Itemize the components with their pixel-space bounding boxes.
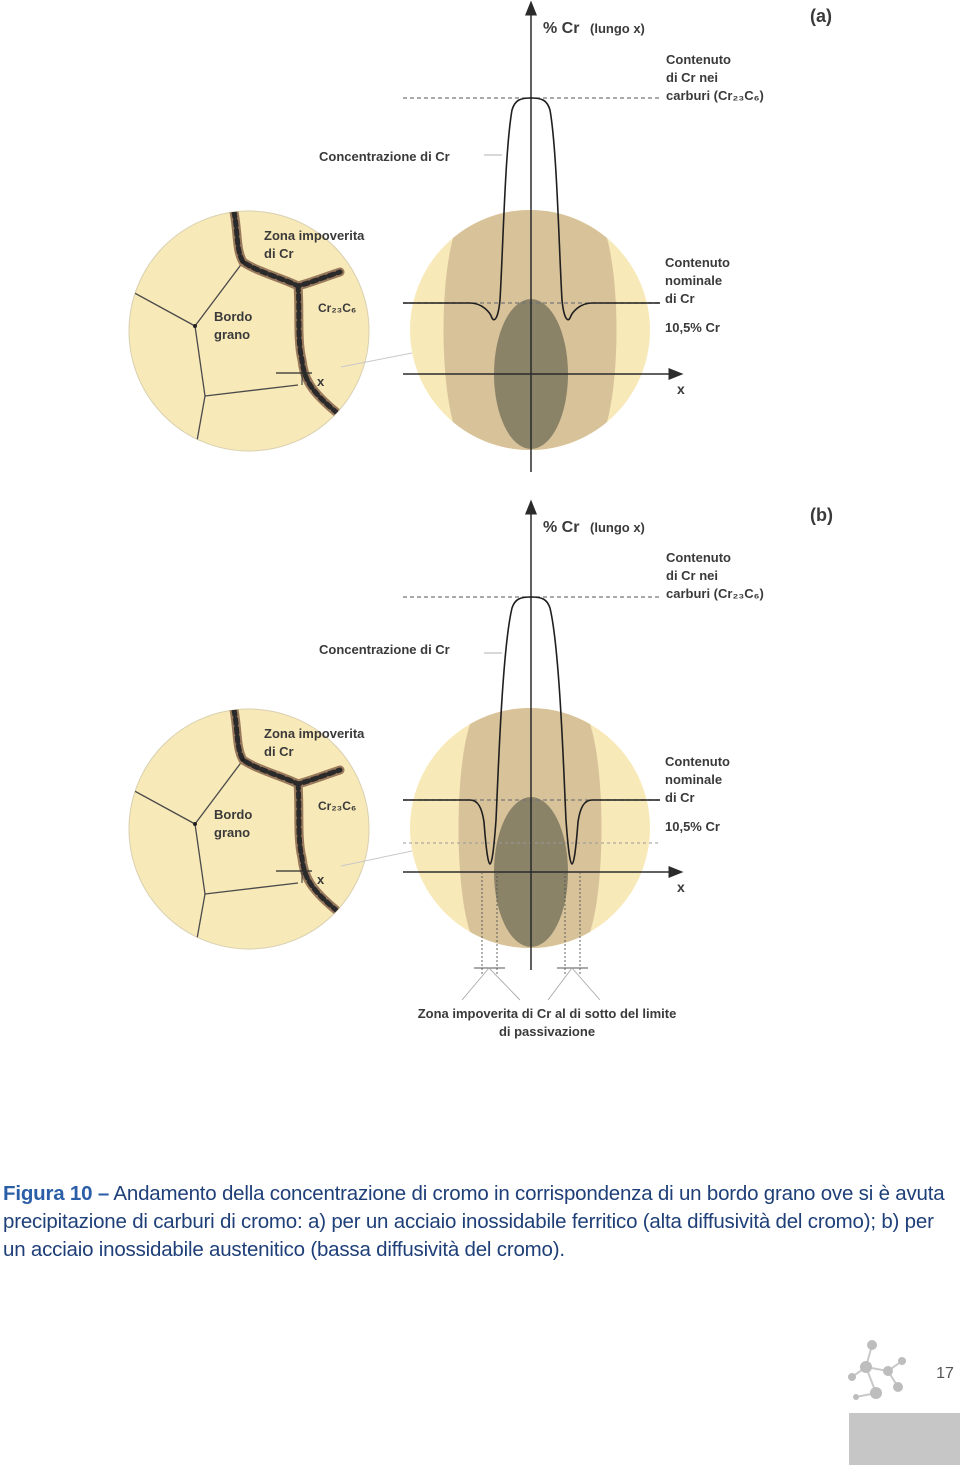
nominal-line3: di Cr [665, 291, 695, 306]
concentration-label: Concentrazione di Cr [319, 149, 450, 164]
grain-boundary-line1: Bordo [214, 309, 252, 324]
grain-boundary-line2: grano [214, 825, 250, 840]
depleted-zone-line2: di Cr [264, 744, 294, 759]
carbide-content-line2: di Cr nei [666, 70, 718, 85]
y-axis-qualifier: (lungo x) [590, 21, 645, 36]
x-axis-label: x [677, 381, 685, 397]
nominal-value: 10,5% Cr [665, 819, 720, 834]
page-number: 17 [936, 1365, 954, 1382]
nominal-value: 10,5% Cr [665, 320, 720, 335]
caption-dash: – [97, 1182, 110, 1205]
small-x-label: x [317, 872, 325, 887]
panel-label: (b) [810, 505, 833, 525]
x-axis-label: x [677, 879, 685, 895]
carbide-content-line2: di Cr nei [666, 568, 718, 583]
figure-number: Figura 10 [3, 1182, 93, 1205]
nominal-line2: nominale [665, 273, 722, 288]
carbide-label: Cr₂₃C₆ [318, 799, 356, 813]
grain-circle-large [410, 210, 650, 450]
magnify-line [340, 352, 413, 368]
carbide-label: Cr₂₃C₆ [318, 301, 356, 315]
nominal-line3: di Cr [665, 790, 695, 805]
carbide-content-line1: Contenuto [666, 52, 731, 67]
figure-caption: Figura 10 – Andamento della concentrazio… [3, 1180, 958, 1264]
concentration-curve [403, 596, 660, 865]
passivation-markers [461, 872, 601, 1001]
footer-grey-block [849, 1413, 960, 1465]
passivation-line1: Zona impoverita di Cr al di sotto del li… [418, 1006, 677, 1021]
panel-label: (a) [810, 6, 832, 26]
concentration-label: Concentrazione di Cr [319, 642, 450, 657]
molecule-icon [848, 1340, 906, 1400]
carbide-content-line1: Contenuto [666, 550, 731, 565]
passivation-line2: di passivazione [499, 1024, 595, 1039]
panel-a: (a) % Cr (lungo x) Contenuto di Cr nei c… [128, 0, 832, 472]
magnify-line [340, 850, 413, 867]
nominal-line1: Contenuto [665, 255, 730, 270]
grain-circle-large [410, 708, 650, 948]
carbide-content-line3: carburi (Cr₂₃C₆) [666, 88, 764, 103]
nominal-line2: nominale [665, 772, 722, 787]
caption-text: Andamento della concentrazione di cromo … [3, 1182, 945, 1261]
depleted-zone-line2: di Cr [264, 246, 294, 261]
concentration-curve [403, 97, 660, 321]
depleted-zone-line1: Zona impoverita [264, 726, 365, 741]
small-x-label: x [317, 374, 325, 389]
carbide-content-line3: carburi (Cr₂₃C₆) [666, 586, 764, 601]
grain-boundary-line2: grano [214, 327, 250, 342]
nominal-line1: Contenuto [665, 754, 730, 769]
panel-b: (b) % Cr (lungo x) Contenuto di Cr nei c… [128, 499, 833, 1039]
y-axis-label: % Cr [543, 519, 579, 536]
grain-boundary-line1: Bordo [214, 807, 252, 822]
grain-circle-small [128, 708, 370, 950]
figure-diagram: (a) % Cr (lungo x) Contenuto di Cr nei c… [128, 0, 833, 1039]
y-axis-label: % Cr [543, 20, 579, 37]
depleted-zone-line1: Zona impoverita [264, 228, 365, 243]
grain-circle-small [128, 210, 370, 452]
y-axis-qualifier: (lungo x) [590, 520, 645, 535]
